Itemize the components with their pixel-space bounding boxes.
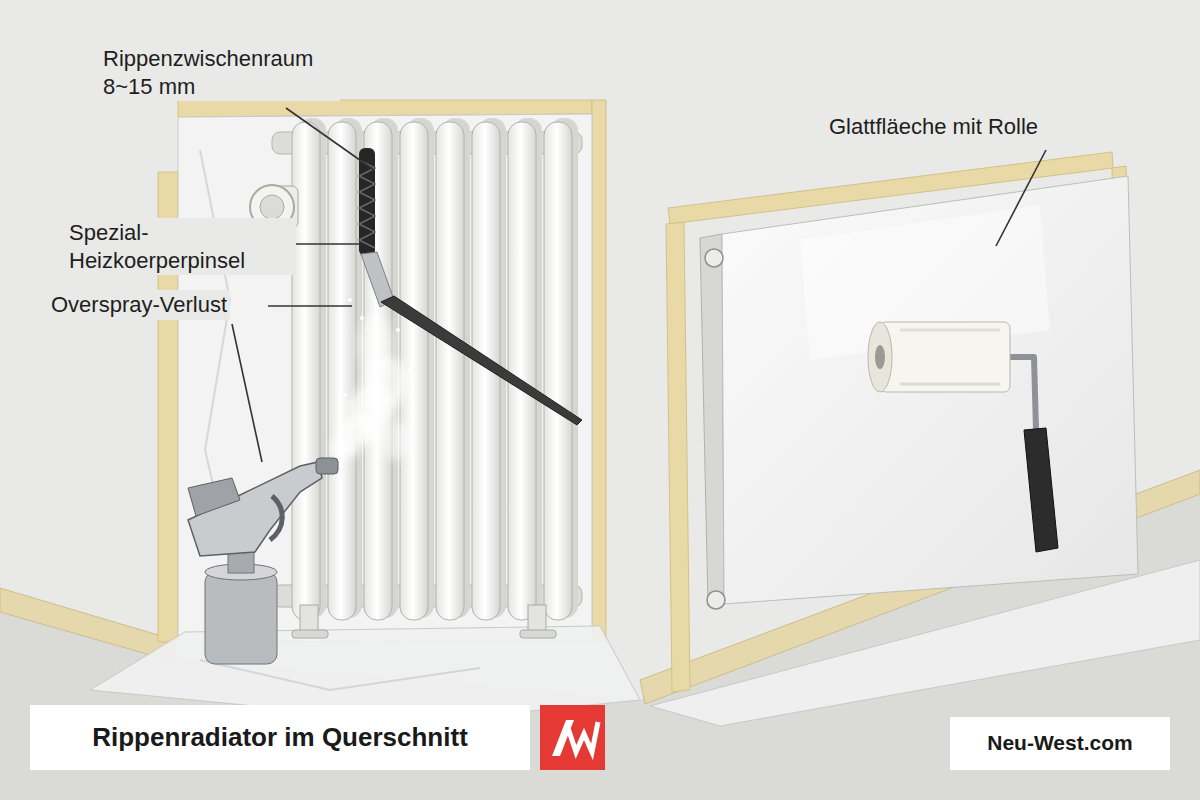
leader-line	[232, 324, 262, 462]
masking-tape	[666, 222, 690, 692]
rib-radiator	[544, 122, 572, 620]
spray-gun	[316, 458, 338, 474]
paint-roller	[1024, 428, 1058, 552]
rib-radiator	[292, 630, 328, 638]
label-holder: Overspray-Verlust	[48, 290, 230, 320]
paint-roller	[900, 383, 1000, 386]
spray-gun	[188, 462, 322, 556]
rib-radiator	[260, 195, 284, 219]
overspray-mist	[357, 315, 393, 375]
flat-panel-radiator	[722, 176, 1138, 604]
masking-tape	[158, 100, 606, 642]
rib-radiator	[250, 118, 582, 638]
overspray-mist	[410, 413, 414, 417]
radiator-brush	[381, 296, 582, 425]
title-box	[30, 705, 530, 770]
paint-roller	[1008, 357, 1036, 430]
label-holder: Rippenzwischenraum 8~15 mm	[100, 44, 340, 101]
spray-gun	[205, 572, 277, 664]
label-holder: Spezial- Heizkoerperpinsel	[66, 218, 296, 275]
paint-roller	[875, 345, 885, 369]
logo	[568, 722, 598, 752]
title-box	[30, 705, 530, 770]
overspray-mist	[360, 316, 364, 320]
leader-line	[232, 108, 1046, 462]
leader-line	[268, 305, 352, 307]
label-holder: Neu-West.com	[950, 717, 1170, 770]
leader-line	[996, 150, 1046, 246]
overspray-mist	[348, 298, 352, 302]
baseboard	[0, 588, 175, 662]
part-label: Spezial- Heizkoerperpinsel	[66, 218, 296, 275]
rib-radiator	[328, 122, 356, 620]
radiator-brush	[359, 148, 582, 425]
spray-gun	[188, 458, 338, 664]
flat-panel-radiator	[700, 234, 724, 606]
part-label: Rippenzwischenraum 8~15 mm	[100, 44, 340, 101]
paint-roller	[880, 322, 1010, 392]
part-label: Overspray-Verlust	[48, 290, 230, 320]
protective-film	[178, 114, 592, 642]
watermark-box	[950, 717, 1170, 770]
overspray-mist	[396, 328, 400, 332]
paint-roller	[868, 322, 892, 392]
rib-radiator	[436, 122, 464, 620]
paint-roller	[868, 322, 1058, 552]
flat-panel-radiator	[700, 176, 1138, 609]
logo	[540, 705, 605, 770]
flat-panel-radiator	[707, 591, 725, 609]
leader-line	[290, 243, 362, 245]
logo	[540, 705, 605, 770]
overspray-mist	[408, 368, 412, 372]
leader-line	[286, 108, 374, 170]
watermark-box	[950, 717, 1170, 770]
overspray-mist	[331, 298, 414, 460]
title-holder: Rippenradiator im Querschnitt	[30, 705, 530, 770]
watermark: Neu-West.com	[987, 730, 1132, 756]
rib-radiator	[520, 630, 556, 638]
part-label: Glattfläeche mit Rolle	[826, 112, 1041, 142]
paint-roller	[900, 329, 1000, 332]
rib-radiator	[508, 122, 536, 620]
spray-gun	[188, 478, 240, 516]
radiator-brush	[359, 160, 375, 248]
flat-panel-radiator	[705, 249, 723, 267]
masking-tape	[592, 100, 606, 640]
title: Rippenradiator im Querschnitt	[92, 721, 468, 754]
label-holder: Glattfläeche mit Rolle	[826, 112, 1041, 142]
spray-gun	[270, 496, 282, 540]
overspray-mist	[343, 393, 347, 397]
overspray-mist	[379, 420, 411, 460]
protective-film	[90, 114, 640, 722]
